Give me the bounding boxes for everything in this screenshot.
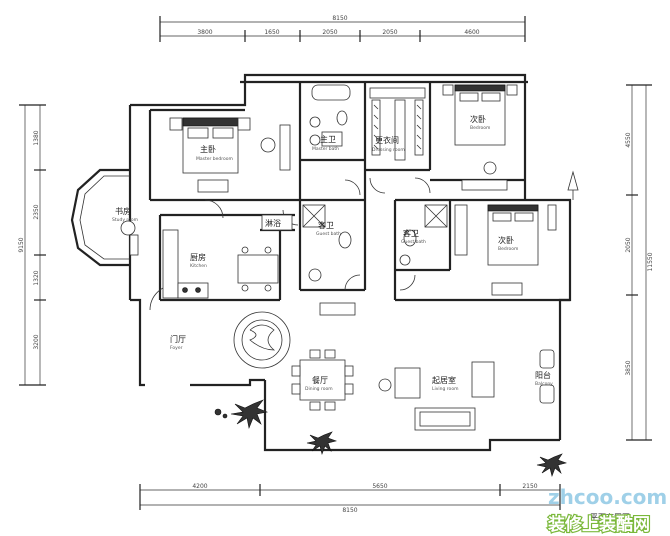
sublabel-study: Study room <box>112 217 138 223</box>
plan-label: 平面布置图 <box>590 512 630 522</box>
dim-left-total: 9150 <box>18 237 25 252</box>
dim-right-total: 11550 <box>647 252 654 271</box>
study-furniture <box>120 220 139 256</box>
dim-right-3: 3850 <box>625 360 632 375</box>
dim-right-1: 4550 <box>625 132 632 147</box>
dim-top-2: 1650 <box>264 29 279 36</box>
kitchen-furniture <box>162 214 293 299</box>
sublabel-bedroom-a: Bedroom <box>470 125 490 131</box>
sublabel-guest-bath-2: Guest bath <box>401 239 426 245</box>
label-bedroom-b: 次卧 <box>498 235 514 245</box>
dim-bottom-total: 8150 <box>342 507 357 514</box>
plant-icon <box>214 399 568 478</box>
bedroom-b-furniture <box>454 204 557 296</box>
guest-bath-1-furniture <box>302 204 352 282</box>
sublabel-master-bedroom: Master bedroom <box>196 156 233 162</box>
room-labels: 主卧 Master bedroom 主卫 Master bath 更衣间 Dre… <box>112 114 553 392</box>
label-shower: 淋浴 <box>265 218 281 228</box>
dim-left-4: 3200 <box>33 334 40 349</box>
watermark: zhcoo.com 装修上装酷网 <box>546 485 667 536</box>
compass-icon <box>567 170 579 200</box>
watermark-url: zhcoo.com <box>548 485 667 509</box>
dimension-lines-bottom: 4200 5650 2150 8150 <box>139 483 561 514</box>
sublabel-living: Living room <box>432 386 458 392</box>
label-kitchen: 厨房 <box>190 252 206 262</box>
sublabel-kitchen: Kitchen <box>190 263 207 269</box>
guest-bath-2-furniture <box>399 204 448 266</box>
dim-bottom-2: 5650 <box>372 483 387 490</box>
label-dressing: 更衣间 <box>375 135 399 145</box>
label-dining: 餐厅 <box>312 376 328 385</box>
dim-left-2: 2350 <box>33 204 40 219</box>
label-foyer: 门厅 <box>170 334 186 344</box>
sublabel-dressing: Dressing room <box>372 147 405 153</box>
dim-left-1: 1380 <box>33 130 40 145</box>
dim-right-2: 2050 <box>625 237 632 252</box>
sublabel-master-bath: Master bath <box>312 146 339 152</box>
doors <box>149 177 431 311</box>
label-master-bedroom: 主卧 <box>200 144 216 154</box>
dim-top-total: 8150 <box>332 15 347 22</box>
dim-top-1: 3800 <box>197 29 212 36</box>
sublabel-guest-bath-1: Guest bath <box>316 231 341 237</box>
dim-left-3: 1320 <box>33 270 40 285</box>
label-guest-bath-1: 客卫 <box>318 220 334 230</box>
dressing-room-closets <box>369 87 426 161</box>
master-bath-furniture <box>309 84 351 147</box>
sublabel-foyer: Foyer <box>170 345 183 351</box>
label-bedroom-a: 次卧 <box>470 114 486 124</box>
dimension-lines-top: 8150 3800 1650 2050 2050 4600 <box>159 15 526 42</box>
dim-top-3: 2050 <box>322 29 337 36</box>
dimension-lines-right: 4550 2050 3850 11550 <box>625 84 654 441</box>
sublabel-balcony: Balcony <box>535 381 553 387</box>
dim-top-4: 2050 <box>382 29 397 36</box>
label-study: 书房 <box>115 206 131 216</box>
round-foyer-table <box>233 311 291 369</box>
dim-bottom-3: 2150 <box>522 483 537 490</box>
sublabel-bedroom-b: Bedroom <box>498 246 518 252</box>
dimension-lines-left: 1380 2350 1320 3200 9150 <box>18 104 46 386</box>
label-master-bath: 主卫 <box>320 134 336 144</box>
dim-top-5: 4600 <box>464 29 479 36</box>
bedroom-a-furniture <box>442 84 518 191</box>
living-room-furniture <box>319 302 555 431</box>
dining-furniture <box>291 349 354 411</box>
label-guest-bath-2: 客卫 <box>403 228 419 238</box>
label-balcony: 阳台 <box>535 370 551 380</box>
dim-bottom-1: 4200 <box>192 483 207 490</box>
master-bedroom-furniture <box>169 117 291 193</box>
label-living: 起居室 <box>432 375 456 385</box>
sublabel-dining: Dining room <box>305 386 333 392</box>
watermark-brand: 装修上装酷网 <box>547 514 650 535</box>
